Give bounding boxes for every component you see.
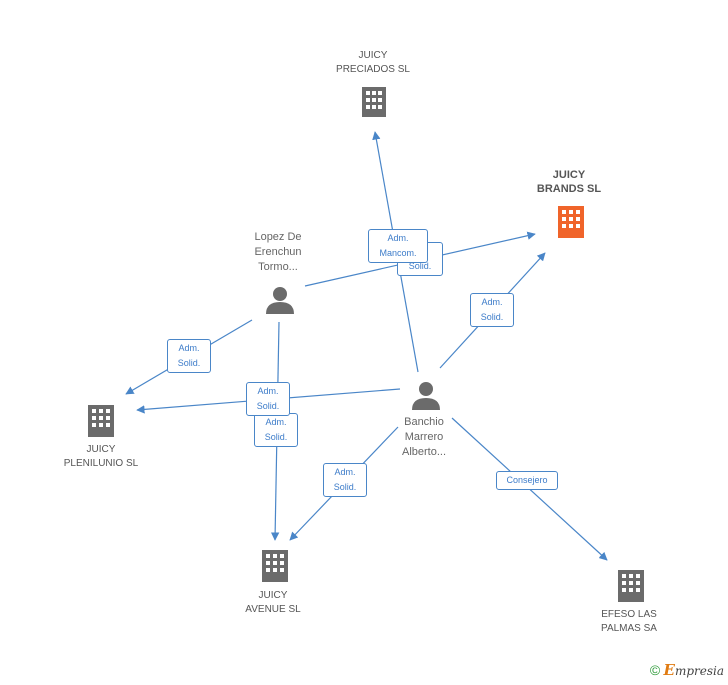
building-icon — [362, 87, 386, 117]
company-name-line: PRECIADOS SL — [336, 64, 410, 75]
company-name-line: AVENUE SL — [245, 604, 301, 615]
brand-logo-initial: E — [663, 661, 675, 679]
edge-label-adm-solid: Adm.Solid. — [246, 382, 290, 416]
building-icon — [618, 570, 644, 602]
company-name-line: JUICY — [258, 590, 288, 601]
company-name-line: JUICY — [552, 169, 586, 181]
building-icon — [88, 405, 114, 437]
edge-label-adm-solid: Adm.Solid. — [167, 339, 211, 373]
company-node-juicy-preciados[interactable]: JUICY PRECIADOS SL — [318, 49, 428, 77]
edge-label-adm-solid: Adm.Solid. — [254, 413, 298, 447]
building-icon — [262, 550, 288, 582]
person-name-line: Alberto... — [401, 446, 447, 458]
person-name-line: Marrero — [404, 431, 444, 443]
company-name-line: EFESO LAS — [601, 609, 657, 620]
company-node-juicy-plenilunio[interactable]: JUICY PLENILUNIO SL — [46, 443, 156, 471]
copyright-symbol: © — [649, 662, 661, 678]
company-name-line: PALMAS SA — [601, 623, 657, 634]
brand-logo-text: mpresia — [674, 664, 724, 678]
company-name-line: JUICY — [86, 444, 116, 455]
person-icon — [412, 382, 440, 410]
company-name-line: JUICY — [358, 50, 388, 61]
person-name-line: Erenchun — [254, 246, 302, 258]
edge-label-adm-solid: Adm.Solid. — [323, 463, 367, 497]
person-name-line: Tormo... — [258, 261, 298, 273]
person-name-line: Banchio — [404, 416, 444, 428]
company-name-line: PLENILUNIO SL — [63, 458, 139, 469]
person-name-line: Lopez De — [254, 231, 302, 243]
brand-footer: © Empresia — [650, 661, 724, 679]
building-icon — [558, 206, 584, 238]
company-node-efeso-las-palmas[interactable]: EFESO LAS PALMAS SA — [574, 608, 684, 636]
edge-label-adm-mancom: Adm.Mancom. — [368, 229, 428, 263]
person-icon — [266, 287, 294, 314]
company-node-juicy-avenue[interactable]: JUICY AVENUE SL — [218, 589, 328, 617]
company-name-line: BRANDS SL — [536, 183, 602, 195]
company-node-juicy-brands[interactable]: JUICY BRANDS SL — [514, 168, 624, 196]
edge-label-adm-solid: Adm.Solid. — [470, 293, 514, 327]
edge-label-consejero: Consejero — [496, 471, 558, 490]
